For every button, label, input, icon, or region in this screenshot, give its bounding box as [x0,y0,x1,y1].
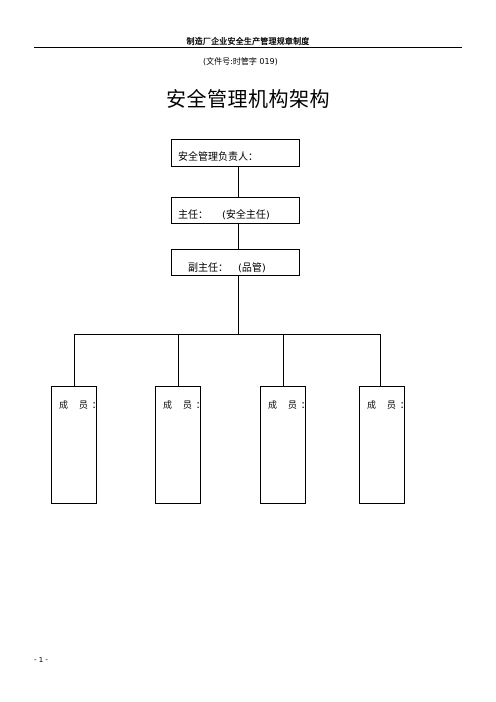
document-number: (文件号:时管字 019) [203,57,278,66]
connector-member-2 [178,334,179,386]
org-box-deputy-value: (品管) [238,263,266,274]
org-box-member-1: 成 员： [51,386,101,504]
org-box-director-label: 主任： [178,210,208,221]
org-box-director-value: (安全主任) [222,210,270,221]
org-box-safety-head: 安全管理负责人： [171,139,300,167]
connector-head-director [238,167,239,197]
running-header-title: 制造厂企业安全生产管理规章制度 [186,37,310,46]
connector-director-deputy [238,224,239,249]
org-box-safety-head-label: 安全管理负责人： [178,152,258,163]
connector-member-1 [74,334,75,386]
connector-member-3 [283,334,284,386]
org-box-member-4: 成 员： [359,386,409,504]
org-box-deputy-label: 副主任： [188,263,228,274]
header-divider [34,47,462,48]
org-box-member-2: 成 员： [155,386,205,504]
document-title: 安全管理机构架构 [166,87,330,111]
org-box-member-label: 成 员： [268,401,314,411]
org-box-deputy-director: 副主任： (品管) [171,249,300,276]
org-box-member-label: 成 员： [59,401,105,411]
connector-deputy-branch [238,276,239,334]
connector-member-4 [380,334,381,386]
org-box-director: 主任： (安全主任) [171,197,300,224]
connector-horizontal-branch [74,334,381,335]
org-box-member-3: 成 员： [260,386,310,504]
org-box-member-label: 成 员： [367,401,413,411]
page-number: - 1 - [34,656,48,664]
org-box-member-label: 成 员： [163,401,209,411]
